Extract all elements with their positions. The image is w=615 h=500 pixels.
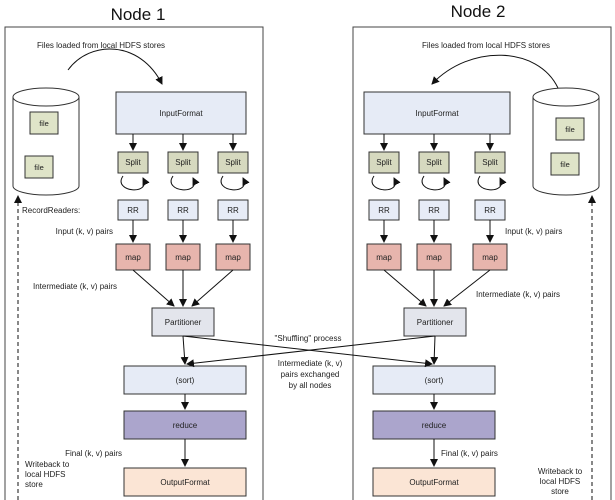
node1-split-label: Split	[125, 158, 141, 167]
node1-split	[217, 151, 249, 174]
node2: Node 2 Files loaded from local HDFS stor…	[352, 2, 612, 500]
node1-writeback-label: store	[25, 480, 43, 489]
node1-hdfs-store: file file	[12, 87, 80, 196]
node2-final-label: Final (k, v) pairs	[441, 449, 498, 458]
node1-map	[115, 243, 151, 271]
node1-split-label: Split	[225, 158, 241, 167]
node2-partitioner-label: Partitioner	[417, 318, 454, 327]
node2-inputformat	[363, 91, 511, 135]
node1-split-label: Split	[175, 158, 191, 167]
node2-intermediate-label: Intermediate (k, v) pairs	[476, 290, 560, 299]
node1-writeback-label: Writeback to	[25, 460, 70, 469]
node1-writeback-label: local HDFS	[25, 470, 65, 479]
node2-file-label: file	[565, 125, 575, 134]
node2-sort-label: (sort)	[425, 376, 444, 385]
node1-rr-label: RR	[177, 206, 189, 215]
node2-frame	[352, 26, 612, 500]
node1-rr-label: RR	[127, 206, 139, 215]
node2-rr-label: RR	[378, 206, 390, 215]
shuffle-label: "Shuffling" process	[275, 334, 342, 343]
node2-rr-label: RR	[484, 206, 496, 215]
node2-title: Node 2	[451, 2, 506, 21]
node2-partitioner	[403, 307, 467, 337]
node1-intermediate-label: Intermediate (k, v) pairs	[33, 282, 117, 291]
node2-outputformat-label: OutputFormat	[409, 478, 459, 487]
node1: Node 1 Files loaded from local HDFS stor…	[4, 5, 264, 500]
node1-outputformat-label: OutputFormat	[160, 478, 210, 487]
node2-file-box	[550, 152, 580, 176]
node2-load-arrow	[431, 54, 559, 89]
shuffle-exchange: "Shuffling" process Intermediate (k, v) …	[180, 334, 439, 390]
node2-split	[418, 151, 450, 174]
node1-load-arrow	[67, 48, 163, 85]
node2-split-label: Split	[376, 158, 392, 167]
node2-file-box	[555, 117, 585, 141]
node1-recordreaders-label: RecordReaders:	[22, 206, 80, 215]
node2-file-label: file	[560, 160, 570, 169]
node2-split	[368, 151, 400, 174]
node2-writeback-label: Writeback to	[538, 467, 583, 476]
node1-final-label: Final (k, v) pairs	[65, 449, 122, 458]
node2-input-pairs-label: Input (k, v) pairs	[505, 227, 562, 236]
node1-map-label: map	[175, 253, 191, 262]
node2-writeback-label: store	[551, 487, 569, 496]
node2-sort	[372, 365, 496, 395]
shuffle-exchange-label: Intermediate (k, v)	[278, 359, 343, 368]
node2-map-label: map	[426, 253, 442, 262]
node2-map-label: map	[376, 253, 392, 262]
shuffle-exchange-label: by all nodes	[289, 381, 332, 390]
node1-file-box	[29, 111, 59, 135]
node2-hdfs-store: file file	[532, 87, 600, 196]
node1-partitioner-label: Partitioner	[165, 318, 202, 327]
node1-file-box	[24, 155, 54, 179]
node1-inputformat-label: InputFormat	[159, 109, 203, 118]
node2-map	[472, 243, 508, 271]
shuffle-exchange-label: pairs exchanged	[281, 370, 340, 379]
node2-writeback-label: local HDFS	[540, 477, 580, 486]
node1-sort	[123, 365, 247, 395]
node2-map-label: map	[482, 253, 498, 262]
node2-map	[416, 243, 452, 271]
node1-reduce	[123, 410, 247, 440]
node1-frame	[4, 26, 264, 500]
node2-outputformat	[372, 467, 496, 497]
node2-inputformat-label: InputFormat	[415, 109, 459, 118]
node1-map-label: map	[225, 253, 241, 262]
node1-map	[165, 243, 201, 271]
node1-inputformat	[115, 91, 247, 135]
node1-title: Node 1	[111, 5, 166, 24]
shuffle-arrow	[186, 335, 436, 368]
node2-split-label: Split	[482, 158, 498, 167]
node1-split	[117, 151, 149, 174]
node1-file-label: file	[39, 119, 49, 128]
node1-files-label: Files loaded from local HDFS stores	[37, 41, 165, 50]
node2-reduce-label: reduce	[422, 421, 447, 430]
node1-map	[215, 243, 251, 271]
node2-files-label: Files loaded from local HDFS stores	[422, 41, 550, 50]
node1-split	[167, 151, 199, 174]
node2-split-label: Split	[426, 158, 442, 167]
node1-sort-label: (sort)	[176, 376, 195, 385]
node1-input-pairs-label: Input (k, v) pairs	[56, 227, 113, 236]
node2-split	[474, 151, 506, 174]
node1-rr-label: RR	[227, 206, 239, 215]
node2-rr-label: RR	[428, 206, 440, 215]
node1-reduce-label: reduce	[173, 421, 198, 430]
node1-map-label: map	[125, 253, 141, 262]
node1-outputformat	[123, 467, 247, 497]
node1-file-label: file	[34, 163, 44, 172]
